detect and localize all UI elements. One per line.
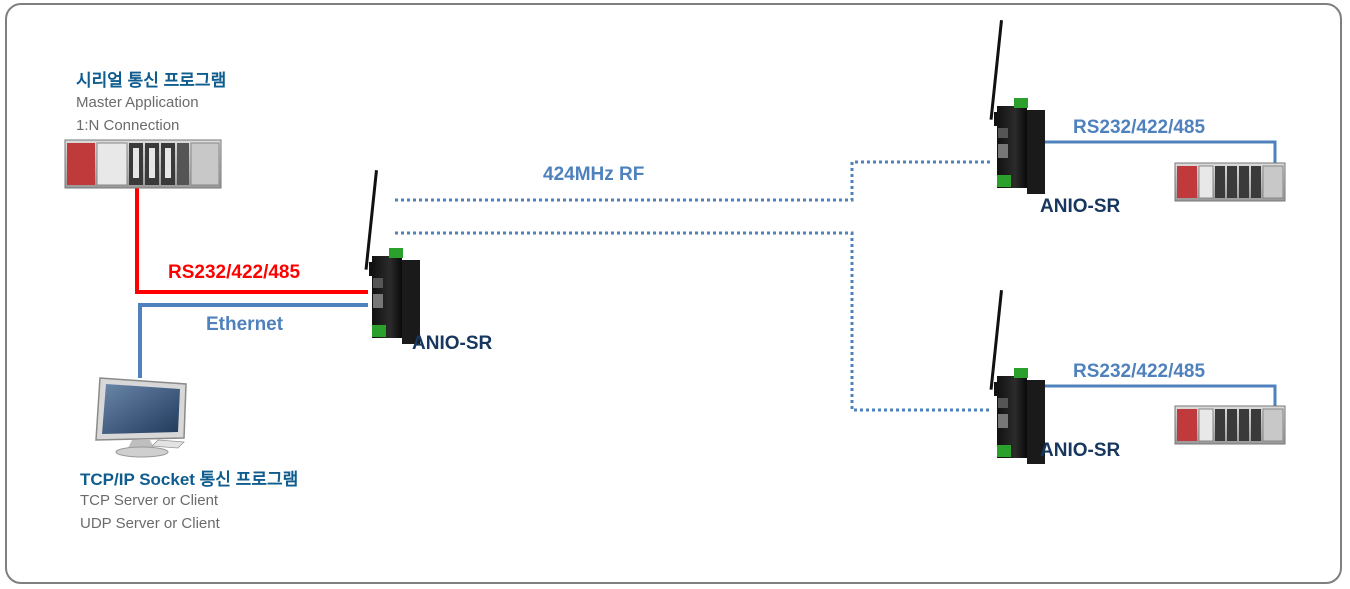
anio-sr-device-center — [364, 170, 420, 344]
pc-monitor-image — [95, 377, 187, 458]
anio-sr-device-top-right — [989, 19, 1045, 194]
device-label-bottom-right: ANIO-SR — [1040, 440, 1121, 461]
serial-link-bottom-right — [1045, 384, 1277, 408]
diagram-frame — [5, 3, 1342, 584]
pc-line2: UDP Server or Client — [80, 515, 220, 532]
ethernet-link — [138, 303, 368, 378]
serial-top-right-label: RS232/422/485 — [1073, 117, 1206, 138]
master-title: 시리얼 통신 프로그램 — [76, 71, 227, 90]
master-line1: Master Application — [76, 94, 199, 111]
slave-plc-top-image — [1174, 162, 1286, 202]
serial-bottom-right-label: RS232/422/485 — [1073, 361, 1206, 382]
serial-link-top-right — [1045, 140, 1277, 165]
rf-link-bottom — [395, 231, 990, 412]
serial-red-label: RS232/422/485 — [168, 262, 301, 283]
master-plc-image — [64, 139, 222, 189]
ethernet-label: Ethernet — [206, 314, 284, 335]
device-label-top-right: ANIO-SR — [1040, 196, 1121, 217]
master-line2: 1:N Connection — [76, 117, 180, 134]
slave-plc-bottom-image — [1174, 405, 1286, 445]
rf-label: 424MHz RF — [543, 164, 645, 185]
device-label-center: ANIO-SR — [412, 333, 493, 354]
pc-title: TCP/IP Socket 통신 프로그램 — [80, 470, 299, 489]
rf-link-top — [395, 160, 990, 202]
pc-line1: TCP Server or Client — [80, 492, 219, 509]
serial-link-red — [135, 185, 368, 294]
anio-sr-device-bottom-right — [989, 289, 1045, 464]
